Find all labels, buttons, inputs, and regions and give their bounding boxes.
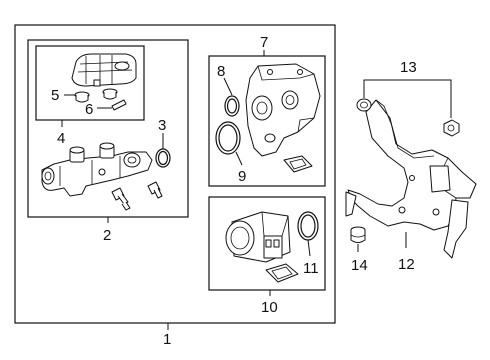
leader-13 [363, 79, 452, 118]
isolator-right [443, 119, 460, 137]
callout-7: 7 [260, 34, 268, 51]
callout-12: 12 [398, 256, 415, 273]
gasket [283, 155, 313, 173]
bracket-12 [345, 99, 477, 259]
callout-5: 5 [51, 87, 59, 104]
grommet-pair-5 [74, 88, 118, 103]
callout-2: 2 [103, 227, 111, 244]
pin-6 [111, 99, 127, 111]
leader-8 [223, 77, 233, 96]
leader-11 [307, 239, 311, 257]
pump-box-7 [208, 55, 326, 187]
callout-11: 11 [303, 260, 319, 277]
callout-6: 6 [85, 101, 93, 118]
callout-8: 8 [217, 63, 225, 80]
assembly-box-1 [14, 24, 336, 324]
reservoir-tank [71, 53, 137, 87]
callout-10: 10 [261, 299, 278, 316]
reservoir-box-4 [35, 45, 145, 121]
master-cylinder [41, 142, 153, 197]
callout-4: 4 [57, 130, 65, 147]
isolator-left [356, 98, 372, 112]
o-ring-9 [215, 121, 241, 155]
o-ring-8 [224, 95, 240, 117]
pump-housing [245, 63, 321, 157]
pump-motor [225, 211, 291, 263]
callout-1: 1 [163, 331, 171, 348]
bleeder-fittings [111, 181, 163, 211]
seal-plate [265, 263, 299, 283]
leader-9 [235, 151, 243, 166]
motor-box-10 [208, 196, 326, 291]
callout-9: 9 [238, 168, 246, 185]
callout-13: 13 [400, 59, 417, 76]
callout-3: 3 [158, 117, 166, 134]
grommet-14 [350, 226, 366, 243]
callout-14: 14 [351, 257, 368, 274]
